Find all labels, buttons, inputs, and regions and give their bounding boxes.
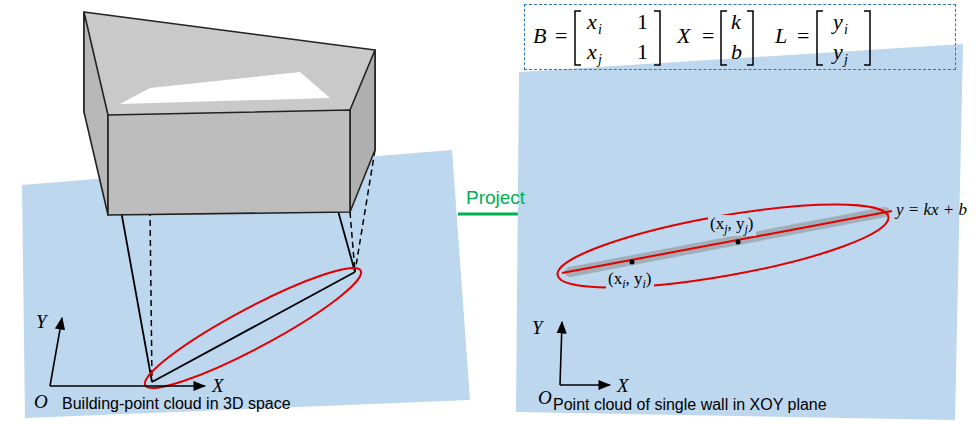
caption: Building-point cloud in 3D space <box>62 396 291 412</box>
axis-label: O <box>538 388 552 407</box>
equals-sign: = <box>555 25 567 47</box>
equals-sign: = <box>702 25 714 47</box>
point-label: ) <box>748 214 754 233</box>
point <box>630 260 635 265</box>
subscript: i <box>844 23 848 37</box>
matrix-entry: 1 <box>637 41 648 63</box>
bracket <box>654 11 660 65</box>
subscript: j <box>745 222 748 236</box>
bracket <box>747 11 753 65</box>
matrix-entry: x <box>587 41 597 63</box>
point-label: ) <box>646 269 652 288</box>
axis-label: X <box>617 376 629 395</box>
point-label: , y <box>626 269 643 288</box>
matrix-name: L <box>775 25 787 47</box>
point-label: , y <box>728 214 745 233</box>
caption: Point cloud of single wall in XOY plane <box>553 397 827 413</box>
matrix-entry: k <box>731 11 741 33</box>
subscript: i <box>643 277 646 291</box>
subscript: j <box>844 53 848 67</box>
matrix-entry: b <box>731 41 742 63</box>
matrix-entry: 1 <box>637 11 648 33</box>
bracket <box>721 11 727 65</box>
matrix-box: B=xi1xj1X=kbL=yiyj <box>524 4 956 70</box>
axes <box>50 318 205 386</box>
axis-label: O <box>34 392 48 411</box>
arrow-label: Project <box>466 188 525 207</box>
point-label: (x <box>608 269 622 288</box>
point-label: (xi, yi) <box>606 270 654 291</box>
subscript: i <box>598 23 602 37</box>
subscript: i <box>622 277 625 291</box>
point-label: (xj, yj) <box>708 215 756 236</box>
point <box>736 240 741 245</box>
wall-highlight <box>552 187 893 304</box>
matrix-entry: y <box>833 11 843 33</box>
bracket <box>864 11 870 65</box>
axis-label: X <box>212 376 224 395</box>
matrix-name: X <box>677 25 690 47</box>
equals-sign: = <box>797 25 809 47</box>
matrix-name: B <box>533 25 546 47</box>
bracket <box>575 11 581 65</box>
equation-label: y = kx + b <box>896 201 967 218</box>
bracket <box>817 11 823 65</box>
axis-label: Y <box>36 312 47 331</box>
footprint <box>120 200 355 382</box>
axis-label: Y <box>532 318 543 337</box>
matrix-entry: x <box>587 11 597 33</box>
subscript: j <box>598 53 602 67</box>
subscript: j <box>724 222 727 236</box>
wall-highlight <box>136 253 370 403</box>
xoy-plane <box>516 44 963 420</box>
point-label: (x <box>710 214 724 233</box>
matrix-entry: y <box>833 41 843 63</box>
axes <box>560 322 610 385</box>
building <box>84 12 375 215</box>
